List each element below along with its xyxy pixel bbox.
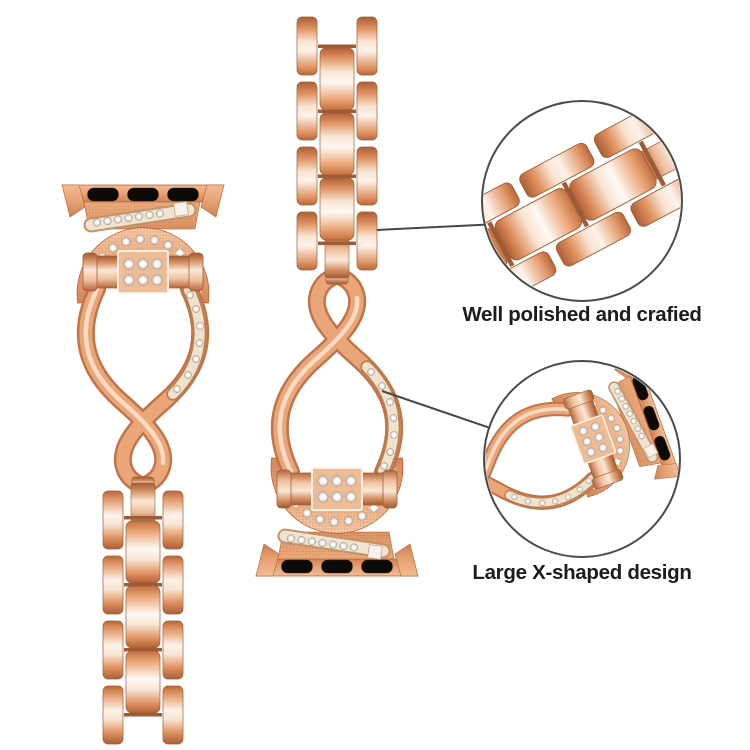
callout-clasp [483, 360, 681, 558]
callout-links [481, 100, 683, 302]
callout-label-polish: Well polished and crafied [462, 303, 702, 326]
callout-label-xshape: Large X-shaped design [472, 561, 692, 584]
